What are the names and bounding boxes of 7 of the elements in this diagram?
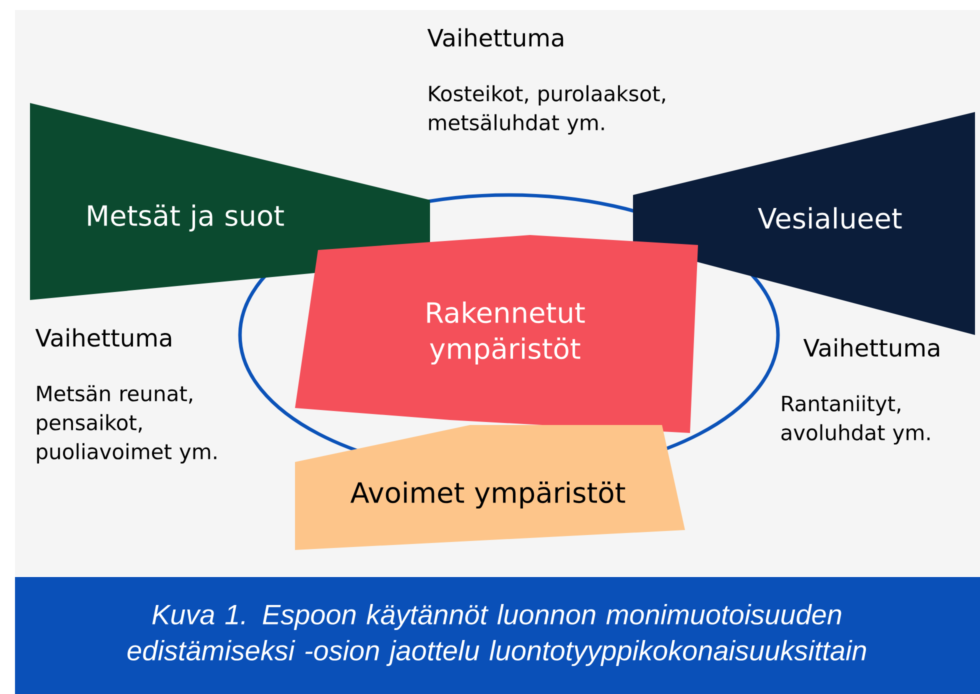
description-text: Rantaniityt, avoluhdat ym. xyxy=(781,395,930,445)
description-text: Metsän reunat, pensaikot, puoliavoimet ym. xyxy=(37,385,216,464)
heading-text: Vaihettuma xyxy=(427,28,564,47)
water-band: Vesialueet xyxy=(633,112,975,335)
forest-band: Metsät ja suot xyxy=(30,103,430,300)
heading-text: Vaihettuma xyxy=(35,328,172,347)
caption-bar: Kuva 1. Espoon käytännöt luonnon monimuotoisuuden edistämiseksi -osion jaottelu luontotyyppikokonaisuuksittain xyxy=(15,577,980,694)
